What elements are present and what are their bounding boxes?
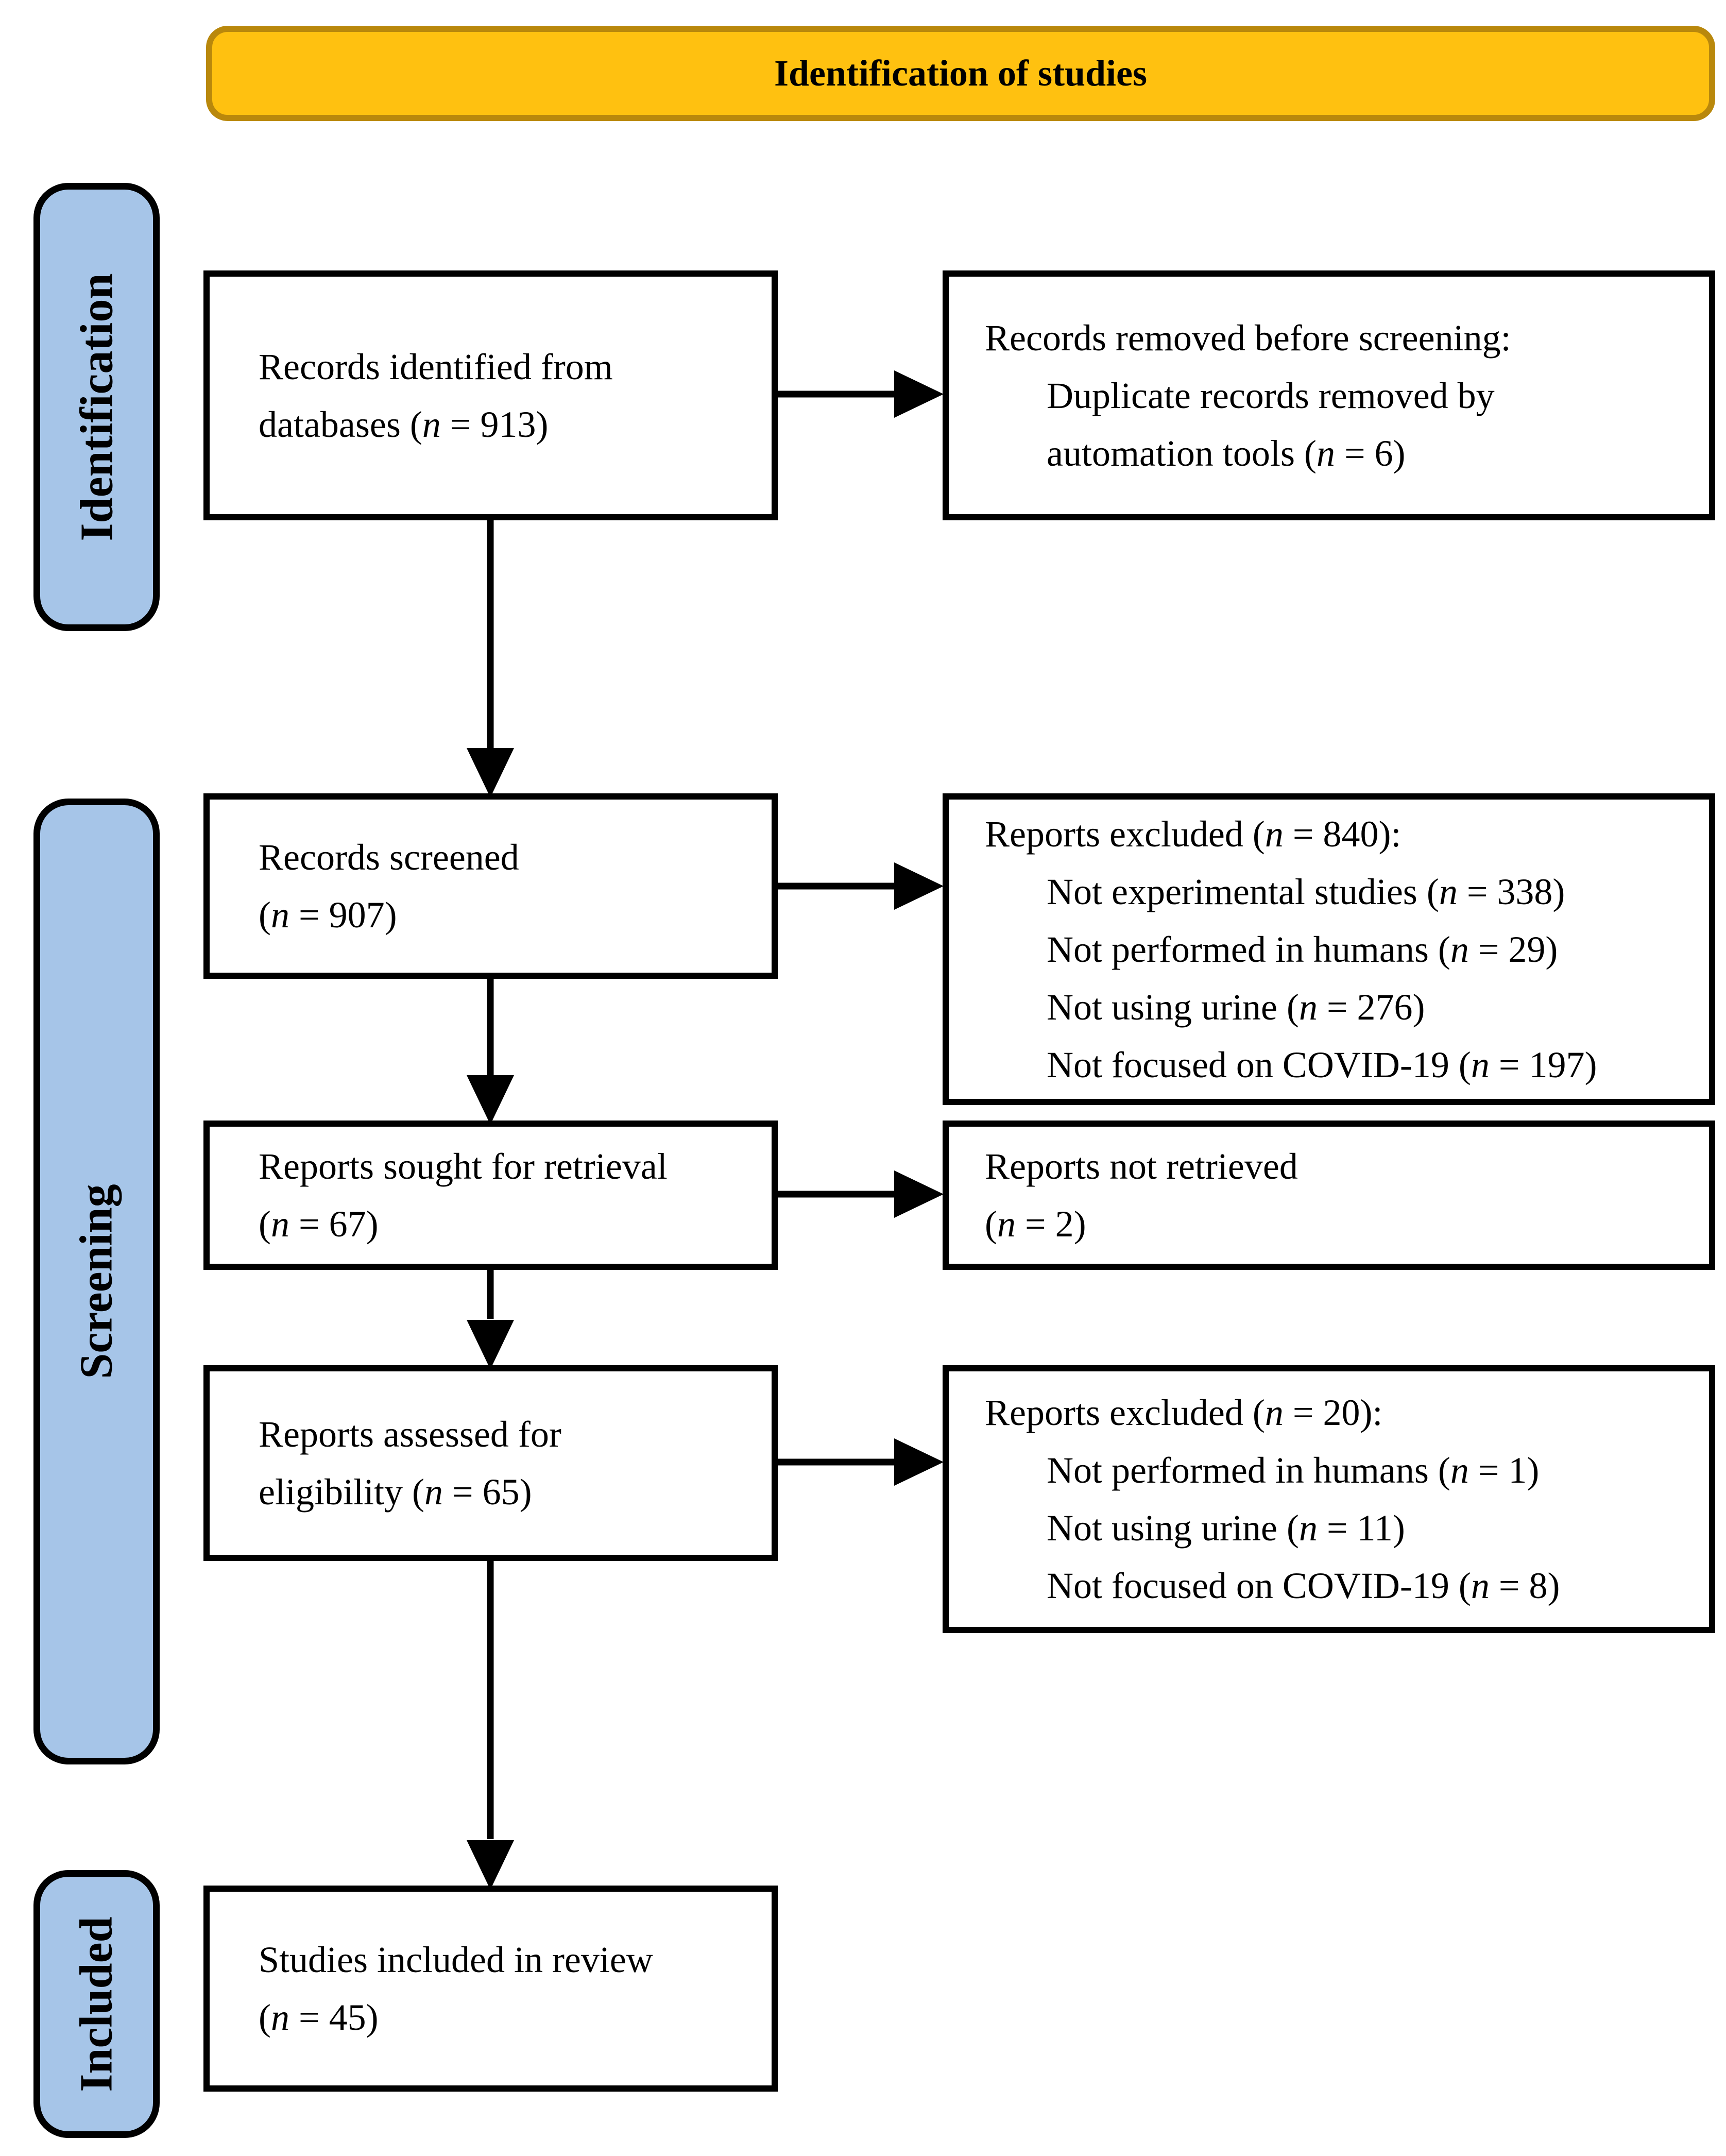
stage-screening: Screening	[33, 799, 160, 1764]
box-reports-sought-line-2: (n = 67)	[259, 1203, 379, 1245]
box-studies-included-line-1: Studies included in review	[259, 1939, 653, 1980]
box-reports-excluded-eligibility-item-2: Not using urine (n = 11)	[1047, 1507, 1405, 1549]
box-reports-sought: Reports sought for retrieval (n = 67)	[203, 1121, 778, 1270]
box-reports-excluded-screening-item-4: Not focused on COVID-19 (n = 197)	[1047, 1044, 1597, 1085]
banner-identification-of-studies: Identification of studies	[206, 26, 1715, 121]
arrow-identified-to-removed	[778, 370, 944, 418]
box-records-removed-heading: Records removed before screening:	[985, 317, 1511, 359]
box-reports-excluded-eligibility-item-1: Not performed in humans (n = 1)	[1047, 1450, 1540, 1491]
box-records-screened-line-1: Records screened	[259, 837, 519, 878]
stage-identification-label: Identification	[71, 273, 123, 541]
arrow-screened-to-excluded	[778, 862, 944, 910]
box-reports-excluded-eligibility: Reports excluded (n = 20): Not performed…	[943, 1365, 1715, 1633]
box-reports-excluded-screening-item-1: Not experimental studies (n = 338)	[1047, 871, 1565, 912]
arrow-sought-to-not-retrieved	[778, 1170, 944, 1218]
box-studies-included: Studies included in review (n = 45)	[203, 1886, 778, 2092]
box-reports-excluded-screening-heading: Reports excluded (n = 840):	[985, 813, 1402, 855]
box-reports-not-retrieved: Reports not retrieved (n = 2)	[943, 1121, 1715, 1270]
stage-included: Included	[33, 1870, 160, 2138]
arrow-identified-to-screened	[467, 520, 514, 797]
box-reports-excluded-screening-item-2: Not performed in humans (n = 29)	[1047, 928, 1558, 970]
arrow-screened-to-sought	[467, 979, 514, 1125]
stage-included-label: Included	[71, 1916, 123, 2092]
box-reports-assessed-line-1: Reports assessed for	[259, 1414, 561, 1455]
arrow-assessed-to-included	[467, 1561, 514, 1890]
stage-identification: Identification	[33, 183, 160, 631]
box-records-removed: Records removed before screening: Duplic…	[943, 270, 1715, 520]
box-records-screened-line-2: (n = 907)	[259, 894, 397, 936]
box-records-identified: Records identified from databases (n = 9…	[203, 270, 778, 520]
box-reports-assessed: Reports assessed for eligibility (n = 65…	[203, 1365, 778, 1561]
arrow-assessed-to-excluded	[778, 1438, 944, 1486]
arrow-sought-to-assessed	[467, 1270, 514, 1369]
banner-title: Identification of studies	[774, 53, 1148, 94]
box-records-screened: Records screened (n = 907)	[203, 793, 778, 979]
box-reports-excluded-eligibility-heading: Reports excluded (n = 20):	[985, 1392, 1383, 1433]
box-reports-not-retrieved-line-2: (n = 2)	[985, 1203, 1086, 1245]
box-reports-assessed-line-2: eligibility (n = 65)	[259, 1471, 532, 1513]
box-records-removed-item-line-1: Duplicate records removed by	[1047, 375, 1495, 416]
box-reports-excluded-screening: Reports excluded (n = 840): Not experime…	[943, 793, 1715, 1105]
box-reports-not-retrieved-line-1: Reports not retrieved	[985, 1146, 1298, 1187]
box-reports-sought-line-1: Reports sought for retrieval	[259, 1146, 668, 1187]
box-records-removed-item-line-2: automation tools (n = 6)	[1047, 432, 1406, 474]
box-reports-excluded-screening-item-3: Not using urine (n = 276)	[1047, 986, 1425, 1028]
box-records-identified-line-2: databases (n = 913)	[259, 403, 549, 445]
box-studies-included-line-2: (n = 45)	[259, 1997, 379, 2038]
stage-screening-label: Screening	[71, 1184, 123, 1379]
box-reports-excluded-eligibility-item-3: Not focused on COVID-19 (n = 8)	[1047, 1565, 1560, 1606]
box-records-identified-line-1: Records identified from	[259, 346, 613, 387]
